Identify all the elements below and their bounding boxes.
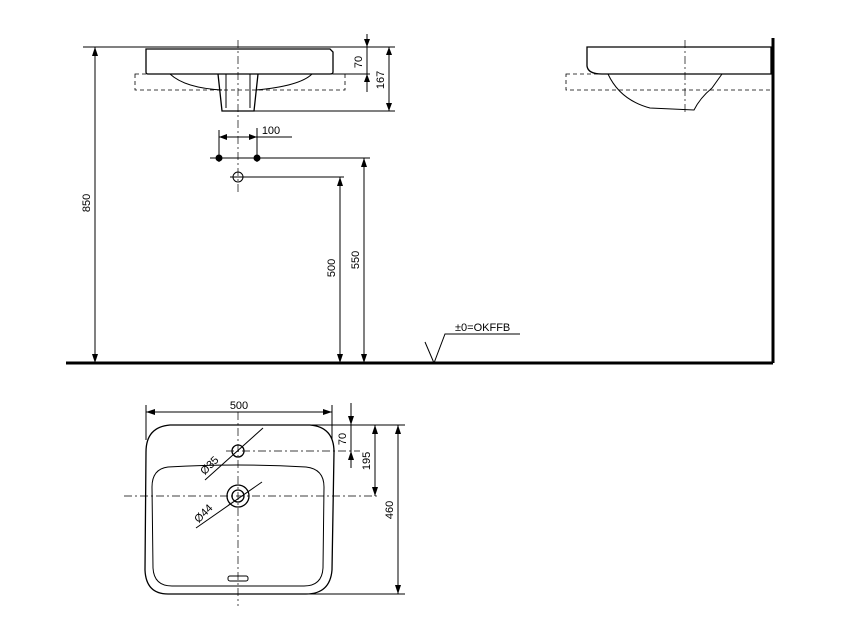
basin-rim-outline — [145, 48, 334, 75]
dim-plan-tap-offset: 70 — [337, 433, 349, 445]
dim-drain-diameter: Ø44 — [192, 502, 215, 525]
side-rim-outline — [586, 46, 772, 75]
dim-rim-height: 70 — [353, 56, 365, 68]
tap-hole — [231, 444, 245, 458]
front-elevation-view: 70 167 100 850 500 550 — [81, 34, 395, 363]
dim-plan-depth: 460 — [384, 501, 396, 519]
dim-plan-drain-offset: 195 — [361, 452, 373, 470]
countertop-outline — [134, 73, 346, 91]
floor-reference: ±0=OKFFB — [66, 322, 773, 365]
dim-tap-diameter: Ø35 — [198, 454, 221, 477]
drain-hole-outer — [226, 484, 250, 508]
dim-tap-spacing: 100 — [262, 125, 280, 137]
dim-supply-height: 550 — [350, 251, 362, 269]
dim-total-height: 850 — [81, 194, 93, 212]
side-bowl-outline — [607, 73, 723, 111]
dim-plan-width: 500 — [230, 400, 248, 412]
side-countertop-outline — [565, 73, 773, 91]
bowl-outline — [169, 73, 313, 91]
dim-drain-height: 500 — [326, 259, 338, 277]
side-elevation-view — [565, 38, 775, 363]
plan-inner-bowl — [151, 464, 325, 587]
plan-view: Ø35 Ø44 500 70 195 460 — [124, 400, 405, 606]
floor-reference-label: ±0=OKFFB — [455, 322, 510, 334]
drain-hole-inner — [231, 489, 245, 503]
dim-basin-depth: 167 — [375, 71, 387, 89]
plan-outer-outline — [144, 424, 335, 595]
